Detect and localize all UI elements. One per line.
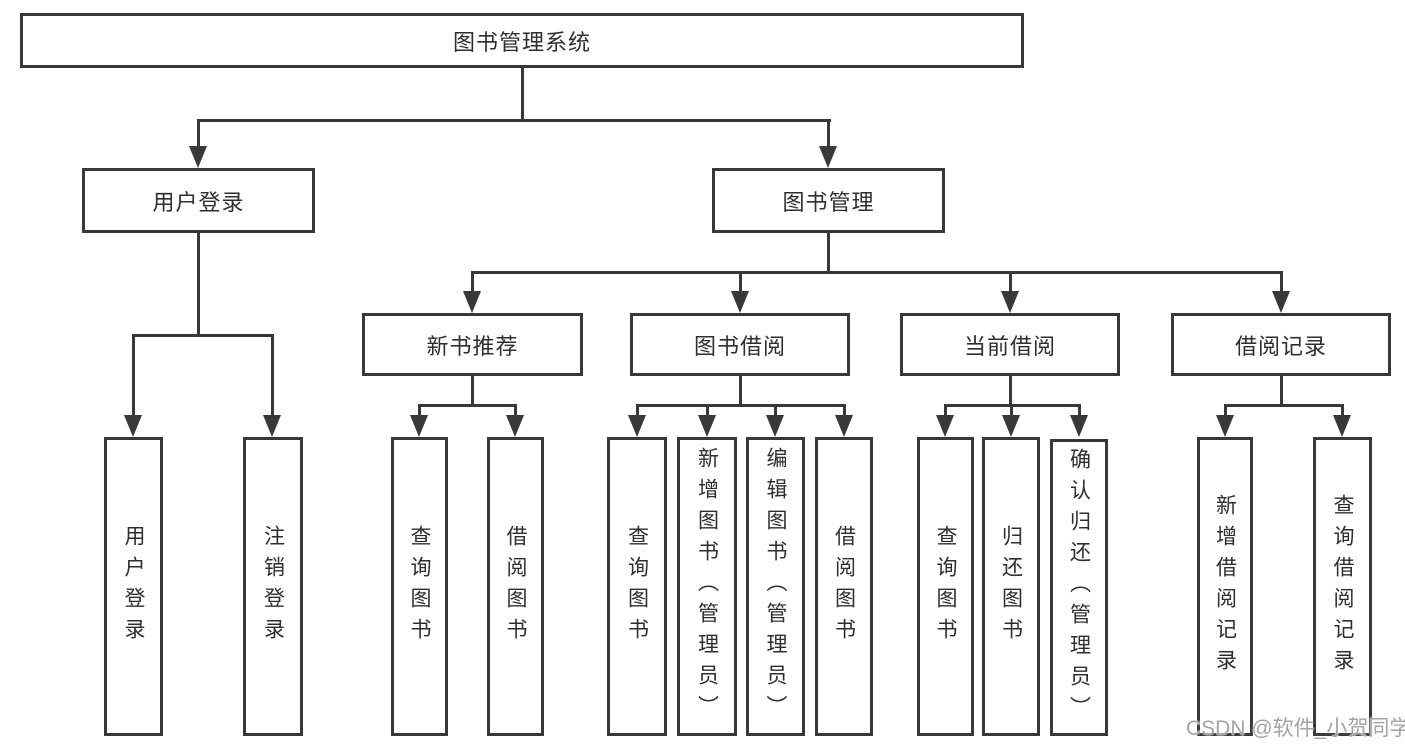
connector-line bbox=[1009, 271, 1012, 293]
node-user-login: 用户登录 bbox=[82, 168, 315, 233]
arrow-down-icon bbox=[835, 415, 853, 437]
connector-line bbox=[197, 119, 831, 122]
connector-line bbox=[706, 404, 709, 417]
node-borrowing-records: 借阅记录 bbox=[1171, 313, 1391, 376]
connector-line bbox=[1224, 404, 1227, 417]
connector-line bbox=[944, 404, 947, 417]
connector-line bbox=[271, 334, 274, 415]
leaf-records-add-record: 新增借阅记录 bbox=[1197, 437, 1253, 736]
arrow-down-icon bbox=[263, 415, 281, 437]
leaf-current-confirm-return-admin-label: 确认归还（管理员） bbox=[1067, 448, 1091, 727]
connector-line bbox=[471, 376, 474, 407]
connector-line bbox=[1078, 404, 1081, 417]
leaf-borrow-add-books-admin-label: 新增图书（管理员） bbox=[695, 447, 719, 726]
leaf-borrow-borrow-books: 借阅图书 bbox=[815, 437, 873, 736]
leaf-borrow-add-books-admin: 新增图书（管理员） bbox=[677, 437, 737, 736]
node-root: 图书管理系统 bbox=[20, 13, 1024, 68]
arrow-down-icon bbox=[1333, 415, 1351, 437]
leaf-borrow-edit-books-admin: 编辑图书（管理员） bbox=[746, 437, 805, 736]
leaf-current-return-books: 归还图书 bbox=[982, 437, 1040, 736]
arrow-down-icon bbox=[506, 415, 524, 437]
leaf-borrow-borrow-books-label: 借阅图书 bbox=[832, 524, 856, 649]
node-new-book-recommend-label: 新书推荐 bbox=[426, 333, 519, 359]
node-book-borrowing-label: 图书借阅 bbox=[693, 333, 786, 359]
leaf-records-query-record-label: 查询借阅记录 bbox=[1331, 493, 1354, 680]
arrow-down-icon bbox=[410, 415, 428, 437]
leaf-current-return-books-label: 归还图书 bbox=[999, 524, 1023, 649]
connector-line bbox=[514, 404, 517, 417]
connector-line bbox=[843, 404, 846, 417]
connector-line bbox=[1341, 404, 1344, 417]
leaf-borrow-query-books-label: 查询图书 bbox=[625, 524, 649, 649]
leaf-current-confirm-return-admin: 确认归还（管理员） bbox=[1050, 439, 1108, 736]
connector-line bbox=[636, 404, 845, 407]
leaf-records-add-record-label: 新增借阅记录 bbox=[1213, 493, 1237, 680]
arrow-down-icon bbox=[1002, 415, 1020, 437]
connector-line bbox=[827, 119, 830, 148]
connector-line bbox=[636, 404, 639, 417]
arrow-down-icon bbox=[1272, 291, 1290, 313]
connector-line bbox=[1010, 404, 1013, 417]
arrow-down-icon bbox=[124, 415, 142, 437]
connector-line bbox=[739, 376, 742, 407]
leaf-current-query-books-label: 查询图书 bbox=[934, 524, 957, 649]
node-current-borrowing: 当前借阅 bbox=[900, 313, 1120, 376]
node-current-borrowing-label: 当前借阅 bbox=[963, 333, 1056, 359]
leaf-logout: 注销登录 bbox=[243, 437, 303, 736]
node-user-login-label: 用户登录 bbox=[152, 189, 245, 215]
leaf-records-query-record: 查询借阅记录 bbox=[1313, 437, 1372, 736]
csdn-watermark: CSDN @软件_小贺同学 bbox=[1186, 717, 1405, 740]
connector-line bbox=[418, 404, 517, 407]
node-new-book-recommend: 新书推荐 bbox=[362, 313, 583, 376]
connector-line bbox=[197, 119, 200, 148]
connector-line bbox=[739, 271, 742, 293]
arrow-down-icon bbox=[189, 146, 207, 168]
arrow-down-icon bbox=[1070, 415, 1088, 437]
arrow-down-icon bbox=[819, 146, 837, 168]
arrow-down-icon bbox=[463, 291, 481, 313]
connector-line bbox=[197, 233, 200, 336]
arrow-down-icon bbox=[766, 415, 784, 437]
leaf-user-login: 用户登录 bbox=[104, 437, 163, 736]
leaf-current-query-books: 查询图书 bbox=[917, 437, 974, 736]
leaf-newbook-borrow-books: 借阅图书 bbox=[487, 437, 544, 736]
connector-line bbox=[471, 271, 1283, 274]
leaf-borrow-query-books: 查询图书 bbox=[607, 437, 667, 736]
arrow-down-icon bbox=[698, 415, 716, 437]
node-book-borrowing: 图书借阅 bbox=[630, 313, 850, 376]
connector-line bbox=[1280, 376, 1283, 407]
connector-line bbox=[471, 271, 474, 293]
leaf-borrow-edit-books-admin-label: 编辑图书（管理员） bbox=[764, 447, 787, 726]
connector-line bbox=[827, 233, 830, 274]
connector-line bbox=[418, 404, 421, 417]
arrow-down-icon bbox=[628, 415, 646, 437]
leaf-newbook-borrow-books-label: 借阅图书 bbox=[504, 524, 527, 649]
leaf-newbook-query-books-label: 查询图书 bbox=[408, 524, 431, 649]
connector-line bbox=[132, 334, 135, 415]
arrow-down-icon bbox=[731, 291, 749, 313]
leaf-user-login-label: 用户登录 bbox=[122, 524, 145, 649]
connector-line bbox=[1224, 404, 1343, 407]
connector-line bbox=[1009, 376, 1012, 407]
leaf-logout-label: 注销登录 bbox=[261, 524, 285, 649]
node-root-label: 图书管理系统 bbox=[452, 29, 591, 55]
leaf-newbook-query-books: 查询图书 bbox=[391, 437, 448, 736]
connector-line bbox=[132, 334, 274, 337]
arrow-down-icon bbox=[1001, 291, 1019, 313]
connector-line bbox=[1280, 271, 1283, 293]
arrow-down-icon bbox=[1216, 415, 1234, 437]
node-book-management: 图书管理 bbox=[712, 168, 945, 233]
connector-line bbox=[521, 68, 524, 120]
node-borrowing-records-label: 借阅记录 bbox=[1234, 333, 1327, 359]
node-book-management-label: 图书管理 bbox=[782, 189, 875, 215]
arrow-down-icon bbox=[936, 415, 954, 437]
connector-line bbox=[774, 404, 777, 417]
